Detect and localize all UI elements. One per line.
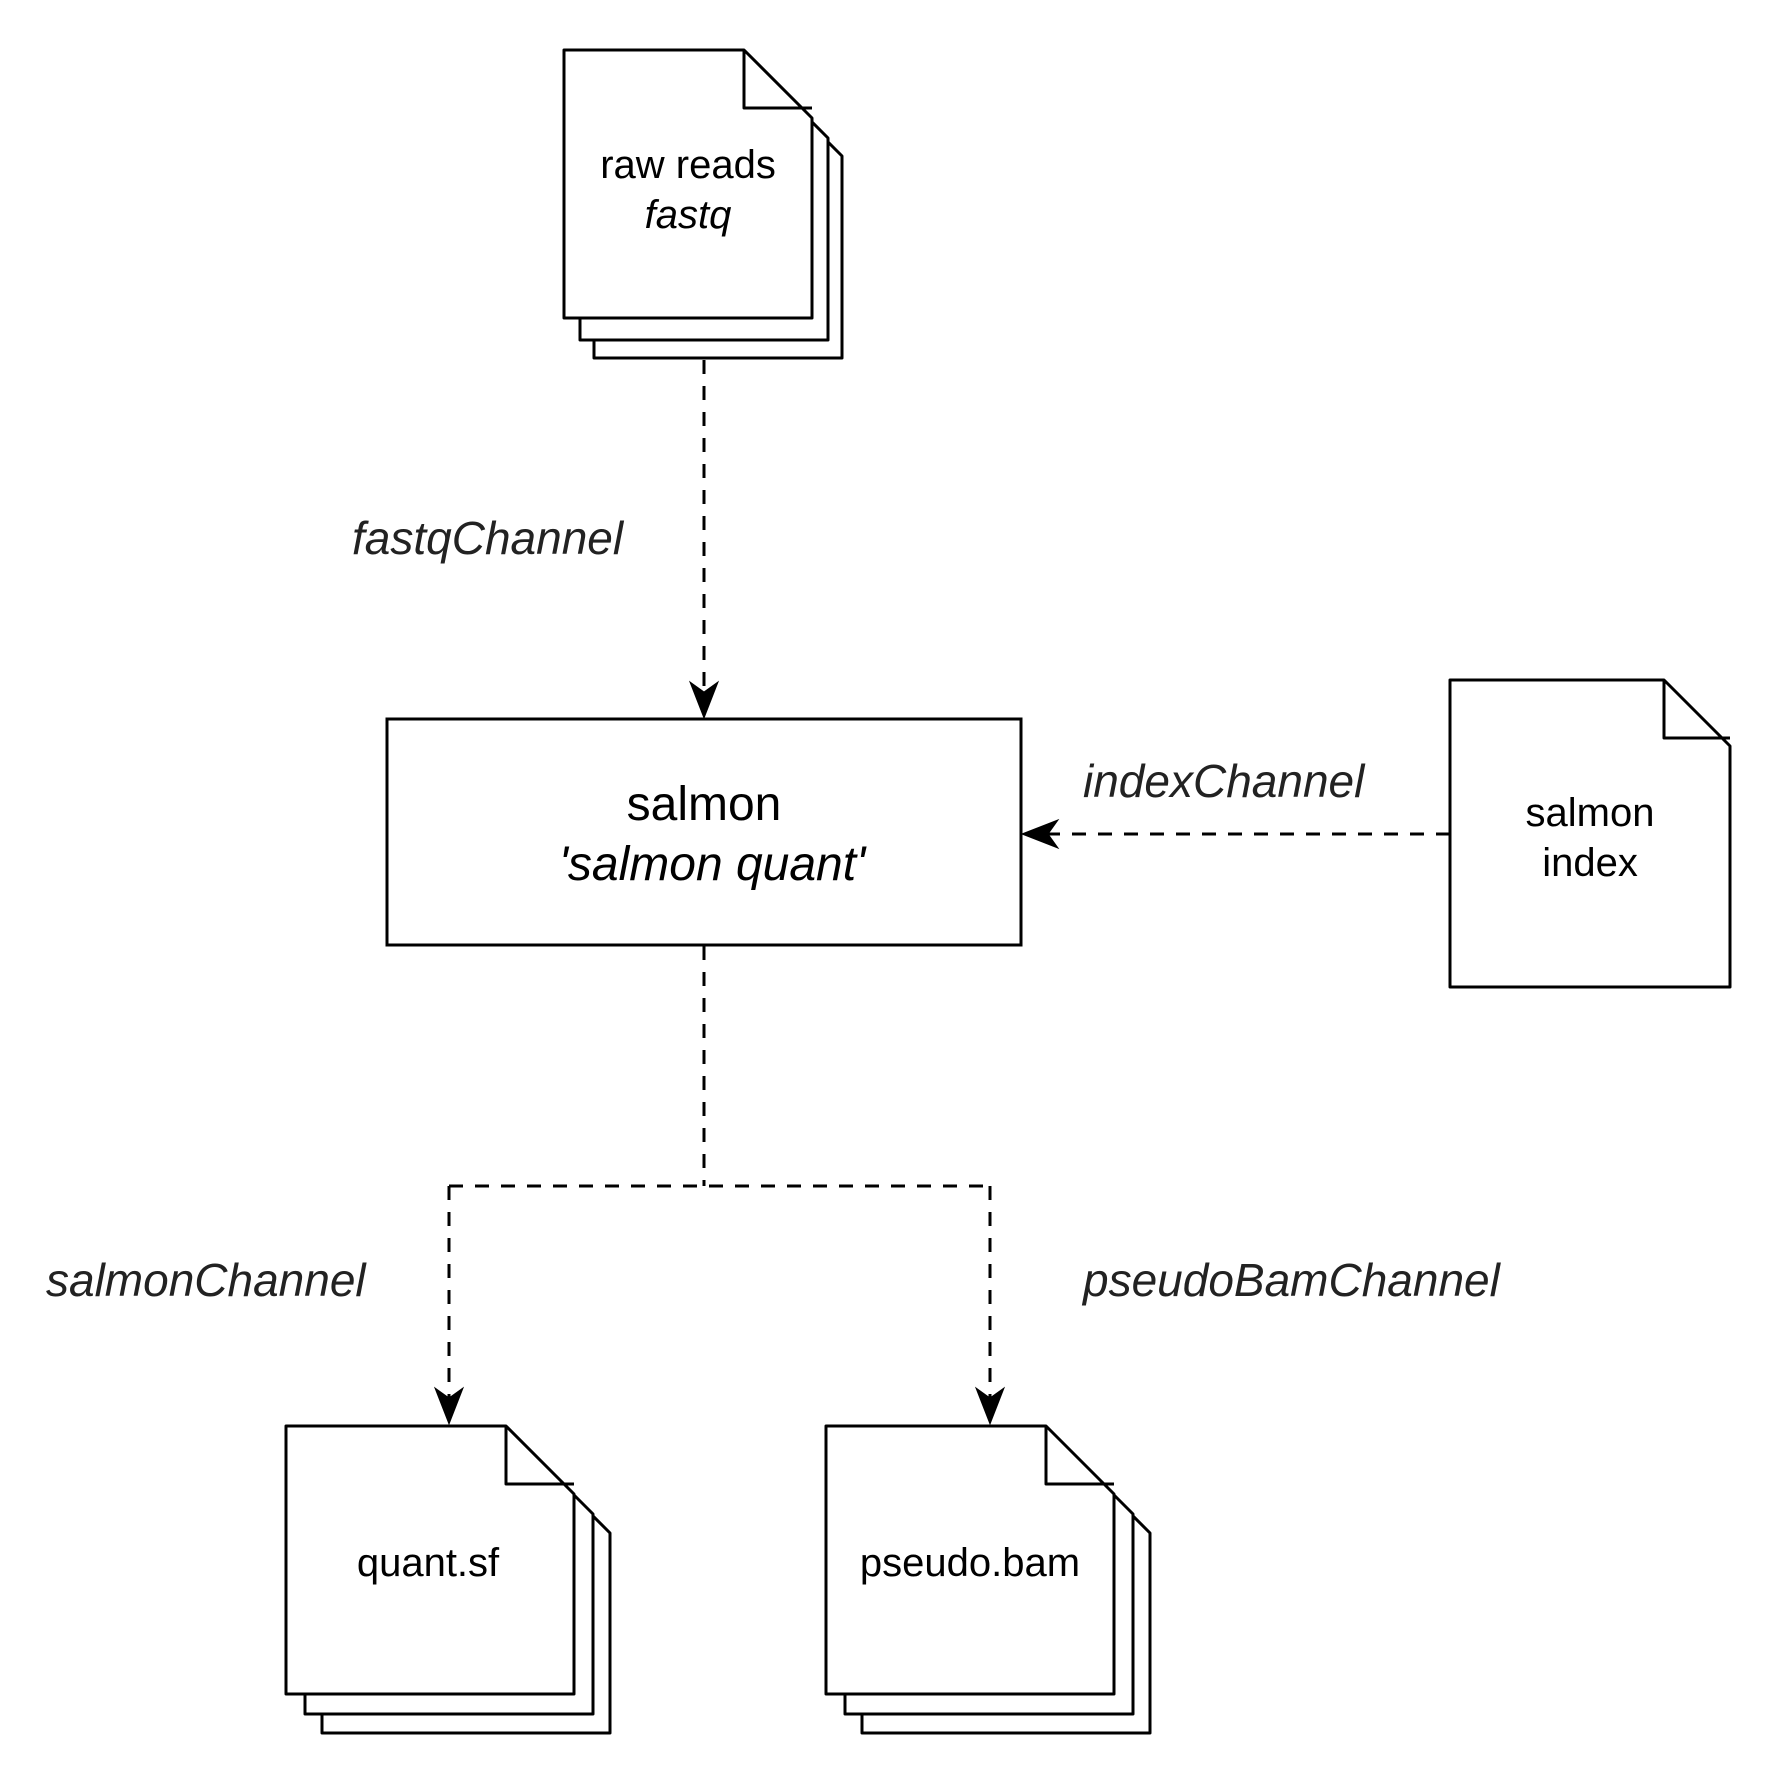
pseudo-bam-label: pseudo.bam: [860, 1541, 1080, 1585]
quant-sf-node: quant.sf: [284, 1424, 612, 1735]
pseudo-bam-node: pseudo.bam: [824, 1424, 1152, 1735]
raw-reads-doc-front: [562, 48, 814, 320]
quant-sf-doc-front: [284, 1424, 576, 1696]
raw-reads-format: fastq: [645, 193, 732, 237]
salmon-process-node: salmon 'salmon quant': [385, 717, 1023, 947]
edge-index-to-salmon: [1020, 818, 1450, 850]
raw-reads-title: raw reads: [600, 143, 776, 187]
salmon-index-doc: [1448, 678, 1732, 989]
salmon-index-node: salmon index: [1448, 678, 1732, 989]
salmon-process-title: salmon: [627, 778, 782, 831]
salmon-index-doc-fold: [1662, 680, 1730, 740]
quant-sf-doc-fold: [504, 1426, 574, 1486]
edge-index-arrowhead: [1020, 818, 1060, 850]
quant-sf-label: quant.sf: [357, 1541, 500, 1585]
raw-reads-node: raw reads fastq: [562, 48, 844, 360]
salmon-process-box: [385, 717, 1023, 947]
edge-salmon-to-pseudo-arrowhead: [974, 1386, 1006, 1426]
fastq-channel-label: fastqChannel: [352, 512, 625, 564]
pseudo-bam-doc-front: [824, 1424, 1116, 1696]
pseudo-bam-channel-label: pseudoBamChannel: [1081, 1254, 1502, 1306]
edge-salmon-outputs: [433, 946, 1006, 1426]
salmon-channel-label: salmonChannel: [46, 1254, 367, 1306]
index-channel-label: indexChannel: [1083, 755, 1366, 807]
salmon-index-title: salmon: [1526, 791, 1655, 835]
edge-fastq-arrowhead: [688, 680, 720, 720]
raw-reads-doc-fold: [742, 50, 812, 110]
salmon-process-command: 'salmon quant': [559, 838, 867, 891]
edge-salmon-to-quant-arrowhead: [433, 1386, 465, 1426]
salmon-index-subtitle: index: [1542, 841, 1638, 885]
pseudo-bam-doc-fold: [1044, 1426, 1114, 1486]
edge-fastq-to-salmon: [688, 360, 720, 720]
